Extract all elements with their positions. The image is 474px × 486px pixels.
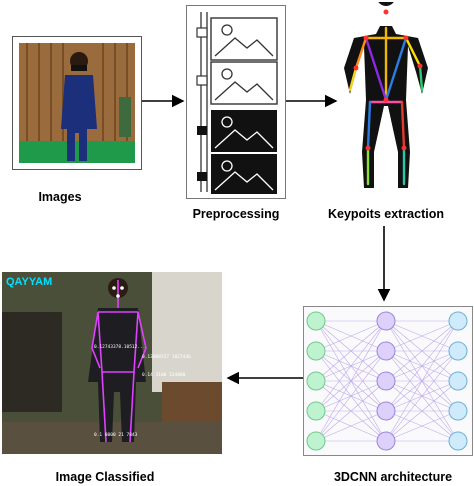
cnn-label: 3DCNN architecture	[333, 470, 453, 484]
preprocessing-frames	[196, 12, 278, 194]
overlay-name-text: QAYYAM	[6, 276, 53, 288]
output-layer-nodes	[448, 311, 468, 451]
classified-scene: 0.12743378.10512... 0.13000727 1827446 0…	[2, 272, 222, 454]
classified-label: Image Classified	[55, 470, 155, 484]
input-person-photo	[19, 43, 135, 163]
hidden-layer-nodes	[376, 311, 396, 451]
preprocessing-label: Preprocessing	[192, 207, 280, 221]
cnn-network	[306, 311, 468, 451]
keypoint-skeleton-figure	[344, 2, 428, 188]
raw-frame-icon-1	[196, 17, 278, 61]
images-label: Images	[38, 190, 82, 204]
input-layer-nodes	[306, 311, 326, 451]
processed-frame-icon-1	[197, 110, 277, 152]
keypoints-label: Keypoits extraction	[327, 207, 444, 221]
raw-frame-icon-2	[196, 61, 278, 105]
input-image-frame	[12, 36, 142, 170]
classified-image: 0.12743378.10512... 0.13000727 1827446 0…	[2, 272, 222, 454]
svg-text:0.1 8000 21 7843: 0.1 8000 21 7843	[94, 432, 138, 438]
svg-text:0.13000727 1827446: 0.13000727 1827446	[142, 354, 191, 360]
svg-text:0.14 3100 124000: 0.14 3100 124000	[142, 372, 186, 378]
preprocessing-strip	[186, 5, 286, 199]
cnn-diagram-frame	[303, 306, 473, 456]
svg-text:0.12743378.10512...: 0.12743378.10512...	[94, 344, 145, 350]
processed-frame-icon-2	[197, 154, 277, 194]
